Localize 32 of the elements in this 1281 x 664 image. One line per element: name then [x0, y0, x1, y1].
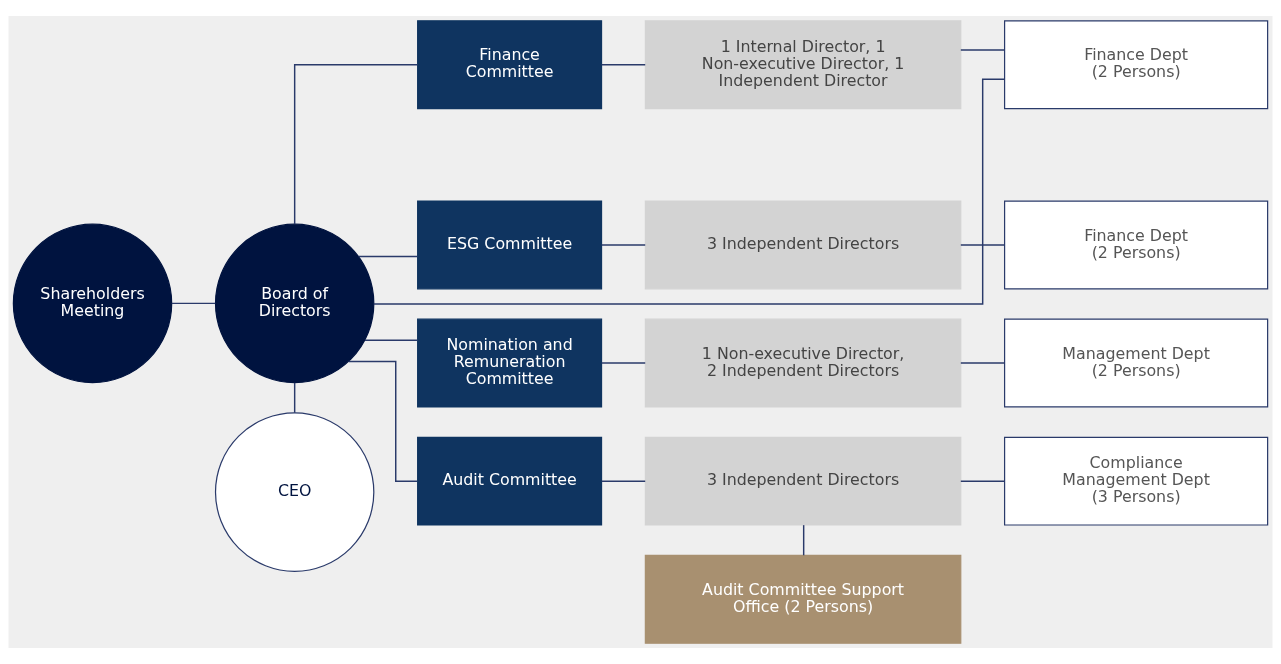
node-circle: CEO — [214, 412, 375, 572]
connector — [960, 362, 1006, 364]
connector — [293, 382, 296, 414]
connector — [600, 480, 646, 482]
node-box: Finance Dept (2 Persons) — [1004, 200, 1269, 290]
node-box: Nomination and Remuneration Committee — [417, 318, 603, 408]
connector — [171, 302, 216, 305]
node-box: 3 Independent Directors — [644, 200, 962, 290]
connector — [600, 64, 646, 66]
node-box: Compliance Management Dept (3 Persons) — [1004, 436, 1269, 526]
connector — [348, 360, 418, 482]
connector — [357, 255, 419, 258]
connector — [293, 64, 419, 225]
node-box: Audit Committee Support Office (2 Persons) — [644, 554, 962, 644]
node-box: Audit Committee — [417, 436, 603, 526]
connector — [600, 362, 646, 364]
connector — [960, 49, 1006, 51]
connector — [600, 244, 646, 246]
connector — [373, 78, 1006, 305]
connector — [960, 244, 1006, 246]
node-box: Finance Committee — [417, 20, 603, 110]
node-box: 1 Non-executive Director, 2 Independent Directors — [644, 318, 962, 408]
connector — [802, 524, 805, 556]
node-circle: Board of Directors — [214, 223, 375, 384]
connector — [960, 480, 1006, 482]
node-box: Management Dept (2 Persons) — [1004, 318, 1269, 408]
connector — [364, 339, 419, 342]
node-box: Finance Dept (2 Persons) — [1004, 20, 1269, 110]
node-circle: Shareholders Meeting — [12, 223, 173, 384]
node-box: 3 Independent Directors — [644, 436, 962, 526]
node-box: 1 Internal Director, 1 Non-executive Director, 1 Independent Director — [644, 20, 962, 110]
node-box: ESG Committee — [417, 200, 603, 290]
